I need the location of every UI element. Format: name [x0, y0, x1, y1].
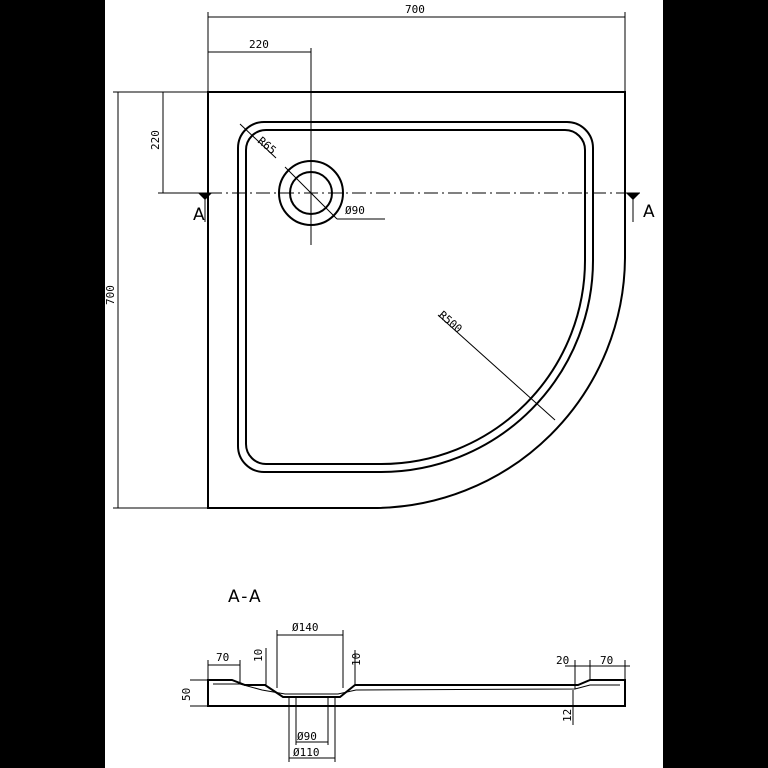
plan-view: A A 700 220 700 220 R65	[104, 3, 655, 509]
dim-right-step: 20	[556, 654, 569, 667]
section-profile-inner	[213, 683, 620, 695]
dim-inner-drain: Ø90	[297, 730, 317, 743]
dim-depth-left: 10	[252, 649, 265, 662]
tray-basin-edge	[245, 129, 587, 465]
dim-outer-drain: Ø110	[293, 746, 320, 759]
leader-r65	[239, 123, 277, 159]
tray-inner-rim	[237, 121, 595, 473]
section-view: A-A Ø140 Ø90 Ø110 70	[180, 587, 630, 762]
tray-outline	[207, 91, 626, 509]
dim-bottom-right: 12	[561, 709, 574, 722]
dim-right-rim: 70	[600, 654, 613, 667]
section-title: A-A	[228, 587, 263, 607]
dim-width: 700	[405, 3, 425, 16]
dim-corner-radius: R65	[255, 134, 279, 157]
dim-drain-diameter: Ø90	[345, 204, 365, 217]
dim-left-rim: 70	[216, 651, 229, 664]
section-drain	[288, 697, 336, 706]
dim-outer-bowl: Ø140	[292, 621, 319, 634]
section-mark-left: A	[193, 205, 205, 225]
dim-drain-y: 220	[149, 130, 162, 150]
dim-height: 50	[180, 688, 193, 701]
dim-depth-right: 10	[350, 653, 363, 666]
drawing-sheet	[105, 0, 663, 768]
dim-height: 700	[104, 285, 117, 305]
dim-arc-radius: R500	[436, 308, 465, 335]
section-profile-outer	[207, 679, 626, 707]
leader-r500	[437, 314, 556, 421]
dim-drain-x: 220	[249, 38, 269, 51]
section-mark-right: A	[643, 202, 655, 222]
